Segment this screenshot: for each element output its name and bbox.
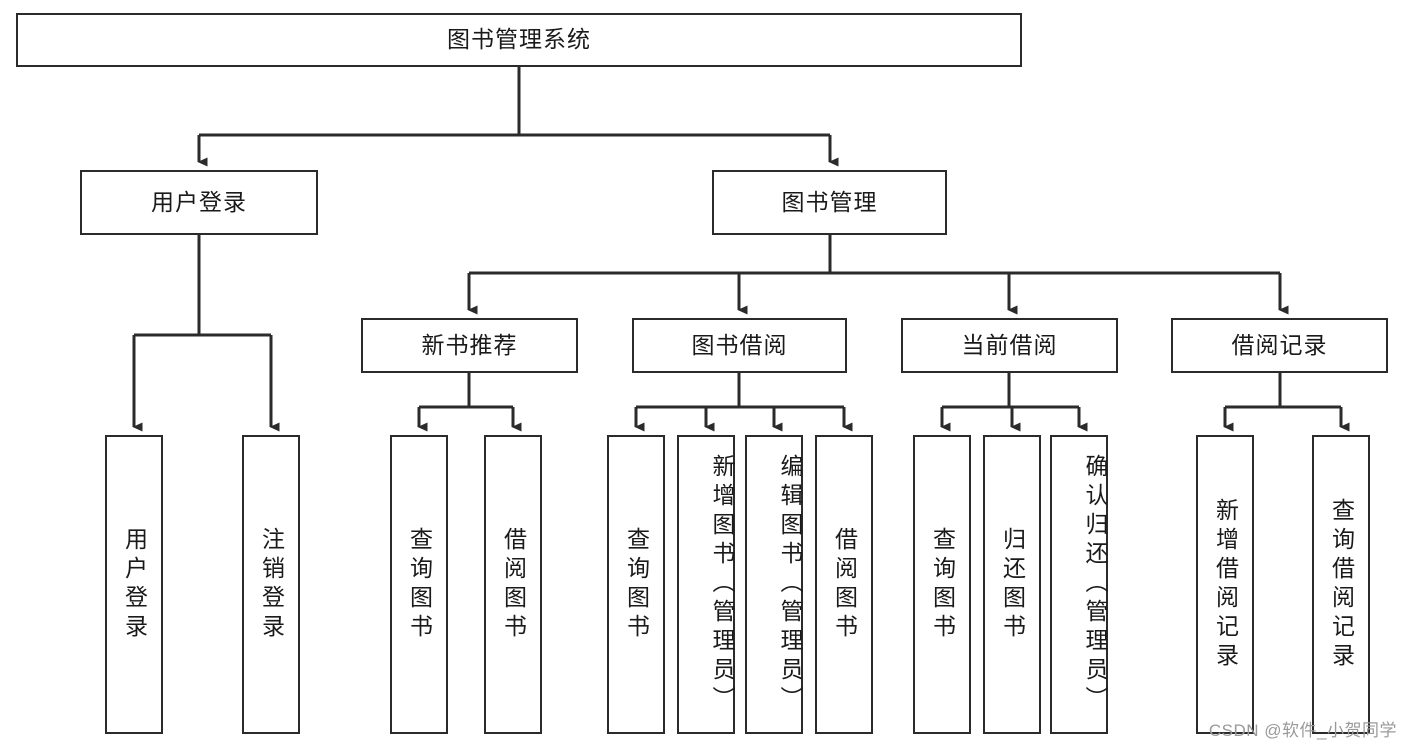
node-leaf-user-login-label: 用户登录 xyxy=(121,526,148,643)
node-leaf-query-book-2-label: 查询图书 xyxy=(623,526,650,643)
node-leaf-borrow-book-1-label: 借阅图书 xyxy=(500,526,527,643)
node-borrow-record[interactable]: 借阅记录 xyxy=(1171,318,1388,373)
node-leaf-query-book-1-label: 查询图书 xyxy=(406,526,433,643)
node-user-login[interactable]: 用户登录 xyxy=(80,170,318,235)
node-user-login-label: 用户登录 xyxy=(151,188,247,215)
node-leaf-borrow-book-1[interactable]: 借阅图书 xyxy=(484,435,542,734)
node-new-book-rec[interactable]: 新书推荐 xyxy=(361,318,578,373)
node-new-book-rec-label: 新书推荐 xyxy=(421,331,518,358)
node-leaf-add-book[interactable]: 新增图书（管理员） xyxy=(677,435,735,734)
node-leaf-query-record[interactable]: 查询借阅记录 xyxy=(1312,435,1370,734)
node-leaf-query-book-1[interactable]: 查询图书 xyxy=(390,435,448,734)
node-book-borrow-label: 图书借阅 xyxy=(691,331,788,358)
node-leaf-edit-book[interactable]: 编辑图书（管理员） xyxy=(745,435,803,734)
node-leaf-query-book-3-label: 查询图书 xyxy=(929,526,956,643)
node-leaf-edit-book-label: 编辑图书（管理员） xyxy=(777,454,803,715)
node-leaf-borrow-book-2[interactable]: 借阅图书 xyxy=(815,435,873,734)
node-leaf-add-book-label: 新增图书（管理员） xyxy=(709,454,735,715)
node-leaf-logout[interactable]: 注销登录 xyxy=(242,435,300,734)
node-leaf-borrow-book-2-label: 借阅图书 xyxy=(831,526,858,643)
node-current-borrow[interactable]: 当前借阅 xyxy=(901,318,1118,373)
node-current-borrow-label: 当前借阅 xyxy=(961,331,1058,358)
node-leaf-confirm-return-label: 确认归还（管理员） xyxy=(1082,454,1108,715)
node-leaf-query-book-2[interactable]: 查询图书 xyxy=(607,435,665,734)
watermark-text: CSDN @软件_小贺同学 xyxy=(1208,721,1397,740)
node-root[interactable]: 图书管理系统 xyxy=(16,13,1022,67)
node-book-borrow[interactable]: 图书借阅 xyxy=(632,318,847,373)
node-leaf-return-book-label: 归还图书 xyxy=(999,526,1026,643)
node-leaf-user-login[interactable]: 用户登录 xyxy=(105,435,163,734)
node-root-label: 图书管理系统 xyxy=(447,26,591,53)
node-leaf-add-record-label: 新增借阅记录 xyxy=(1212,497,1239,672)
node-leaf-confirm-return[interactable]: 确认归还（管理员） xyxy=(1050,435,1108,734)
node-book-manage[interactable]: 图书管理 xyxy=(712,170,947,235)
node-leaf-query-book-3[interactable]: 查询图书 xyxy=(913,435,971,734)
node-leaf-return-book[interactable]: 归还图书 xyxy=(983,435,1041,734)
node-leaf-add-record[interactable]: 新增借阅记录 xyxy=(1196,435,1254,734)
node-leaf-logout-label: 注销登录 xyxy=(258,526,285,643)
node-leaf-query-record-label: 查询借阅记录 xyxy=(1328,497,1355,672)
node-borrow-record-label: 借阅记录 xyxy=(1231,331,1328,358)
node-book-manage-label: 图书管理 xyxy=(781,188,878,215)
